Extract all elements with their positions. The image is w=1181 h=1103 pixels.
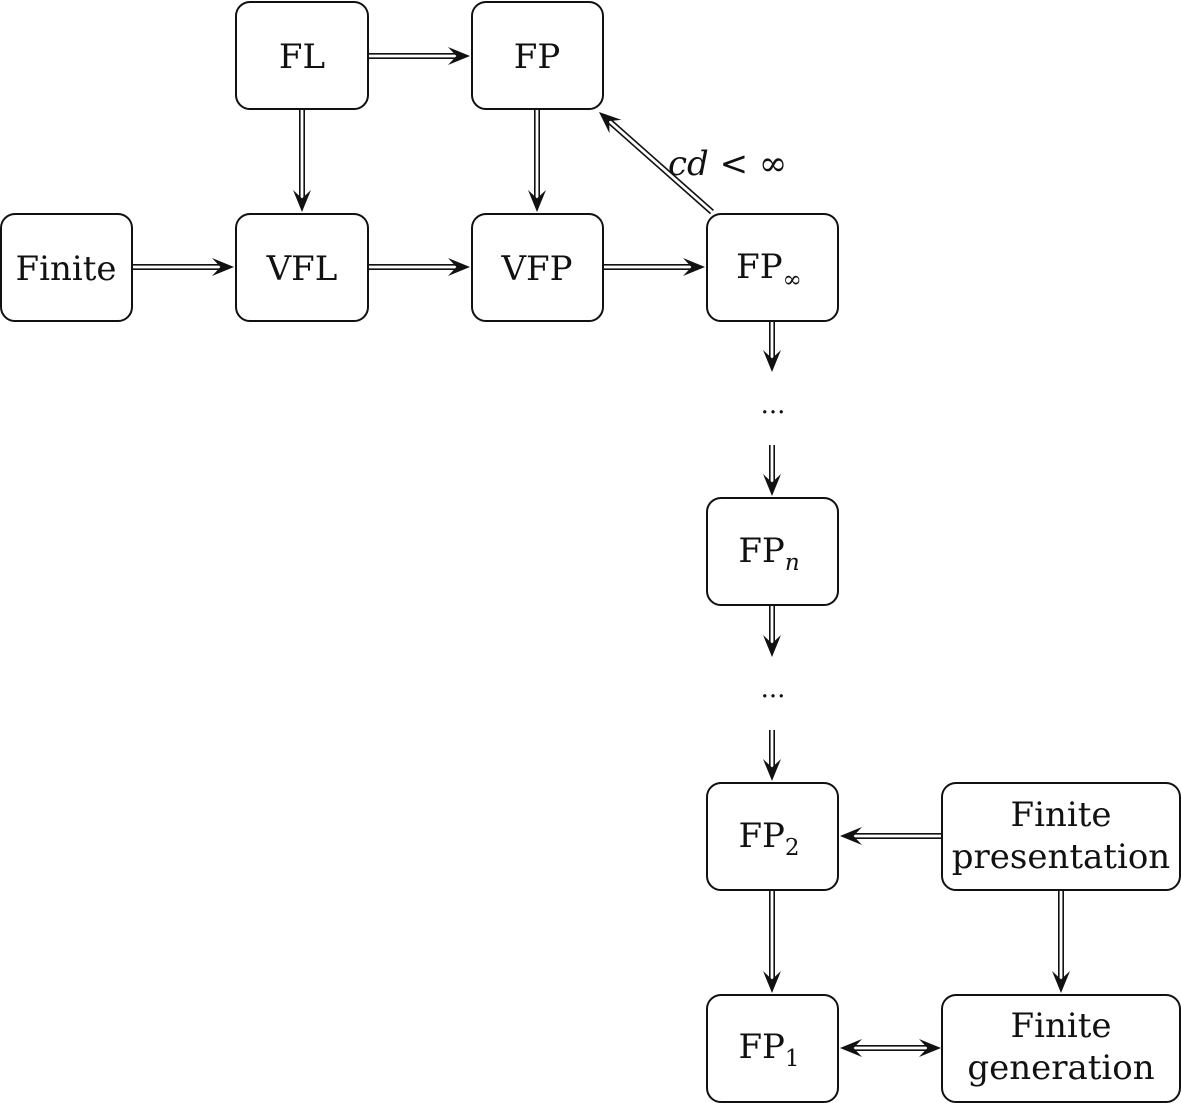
node-vfp-label: VFP [500, 249, 572, 289]
fp-n-base: FP [738, 531, 784, 571]
edges [133, 47, 1070, 1057]
edge-fp-to-vfp [528, 110, 546, 212]
node-fp-1-label: FP1 [738, 1027, 799, 1072]
edge-finite-to-vfl-arrowhead [212, 258, 234, 276]
finite-generation-line1: Finite [1010, 1006, 1111, 1046]
node-fp-infinity: FP∞ [706, 213, 839, 322]
finite-presentation-line1: Finite [1010, 795, 1111, 835]
node-finite-presentation: Finite presentation [941, 782, 1181, 891]
edge-fp-infinity-to-fp-stroke [606, 121, 712, 215]
edge-presentation-to-generation [1052, 891, 1070, 993]
fp-n-subscript: n [785, 550, 800, 576]
node-fp-n-label: FPn [738, 531, 799, 576]
edge-ellipsis-to-fp-2-arrowhead [763, 759, 781, 781]
fp-infinity-base: FP [736, 247, 782, 287]
edge-fl-to-fp-arrowhead [448, 47, 470, 65]
edge-fp-1-generation-equivalence [840, 1039, 941, 1057]
edge-fp-2-to-fp-1-arrowhead [763, 971, 781, 993]
cd-condition-label: cd < ∞ [668, 144, 787, 184]
node-vfl-label: VFL [266, 249, 338, 289]
cd-variable: cd [668, 144, 709, 184]
node-fp: FP [471, 1, 604, 110]
node-fp-2: FP2 [706, 782, 839, 891]
edge-ellipsis-to-fp-n-arrowhead [763, 474, 781, 496]
node-vfp: VFP [471, 213, 604, 322]
finite-generation-line2: generation [967, 1048, 1154, 1088]
fp-infinity-subscript: ∞ [783, 267, 802, 293]
edge-fp-n-to-ellipsis [763, 606, 781, 657]
edge-presentation-to-fp-2 [840, 827, 941, 845]
edge-fp-infinity-to-ellipsis-arrowhead [763, 350, 781, 372]
edge-fp-2-to-fp-1 [763, 891, 781, 993]
ellipsis-lower: ... [761, 674, 786, 704]
edge-presentation-to-fp-2-arrowhead [840, 827, 862, 845]
node-fl: FL [235, 1, 369, 110]
edge-fl-to-vfl [293, 110, 311, 212]
edge-fp-1-generation-equivalence-arrowhead [919, 1039, 941, 1057]
edge-fp-infinity-to-fp-stroke [609, 118, 714, 211]
edge-vfl-to-vfp-arrowhead [448, 258, 470, 276]
edge-fp-infinity-to-fp-arrowhead [599, 112, 622, 134]
edge-fl-to-vfl-arrowhead [293, 190, 311, 212]
edge-presentation-to-generation-arrowhead [1052, 971, 1070, 993]
fp-1-base: FP [738, 1027, 784, 1067]
ellipsis-upper: ... [761, 390, 786, 420]
edge-finite-to-vfl [133, 258, 234, 276]
edge-vfl-to-vfp [369, 258, 470, 276]
node-fl-label: FL [279, 37, 325, 77]
fp-2-base: FP [738, 816, 784, 856]
fp-2-subscript: 2 [785, 835, 800, 861]
edge-fp-infinity-to-ellipsis [763, 322, 781, 372]
edge-vfp-to-fp-infinity-arrowhead [683, 258, 705, 276]
edge-vfp-to-fp-infinity [604, 258, 705, 276]
edge-fp-1-generation-equivalence-arrowhead-back [840, 1039, 862, 1057]
edge-fp-infinity-to-fp [599, 112, 714, 215]
edge-fp-n-to-ellipsis-arrowhead [763, 635, 781, 657]
node-finite: Finite [0, 213, 133, 322]
node-fp-n: FPn [706, 497, 839, 606]
node-fp-1: FP1 [706, 994, 839, 1103]
node-fp-2-label: FP2 [738, 816, 799, 861]
edge-fl-to-fp [369, 47, 470, 65]
node-fp-label: FP [514, 37, 560, 77]
node-fp-infinity-label: FP∞ [736, 247, 802, 293]
edge-ellipsis-to-fp-n [763, 445, 781, 496]
edge-fp-to-vfp-arrowhead [528, 190, 546, 212]
fp-1-subscript: 1 [785, 1046, 800, 1072]
edge-ellipsis-to-fp-2 [763, 730, 781, 781]
node-vfl: VFL [235, 213, 369, 322]
node-finite-generation: Finite generation [941, 994, 1181, 1103]
finite-presentation-line2: presentation [952, 837, 1170, 877]
cd-inequality: < ∞ [709, 144, 787, 184]
node-finite-label: Finite [15, 249, 116, 289]
